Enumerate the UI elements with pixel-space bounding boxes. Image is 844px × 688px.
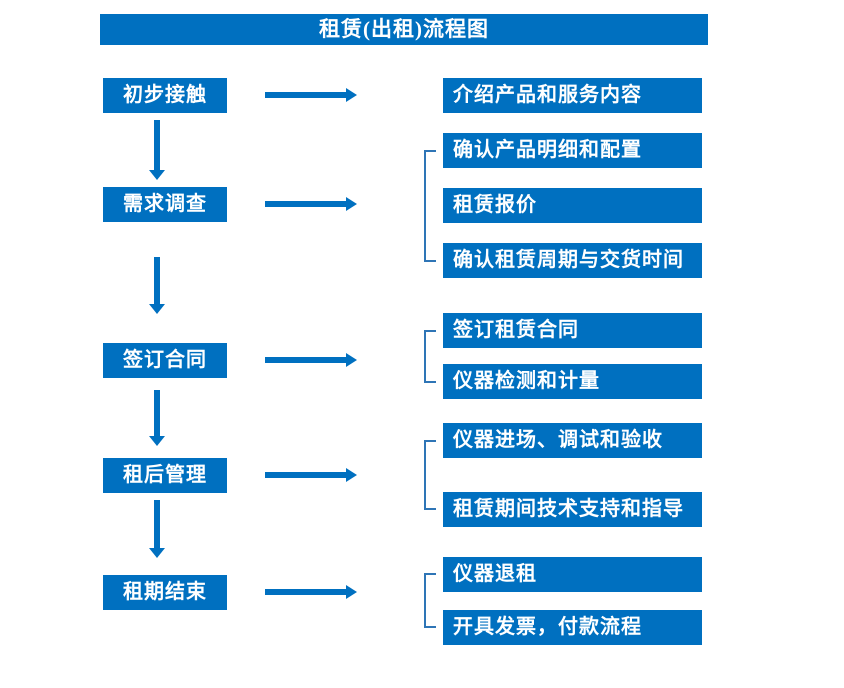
detail-box-rental-quote: 租赁报价 <box>443 188 702 223</box>
detail-box-sign-rental-contract: 签订租赁合同 <box>443 313 702 348</box>
arrow-shaft <box>265 472 346 478</box>
arrow-head <box>346 468 357 482</box>
arrow-head <box>149 170 165 180</box>
arrow-head <box>346 197 357 211</box>
arrow-head <box>346 88 357 102</box>
right-arrow-icon <box>263 468 357 482</box>
bracket-connector <box>424 150 436 262</box>
down-arrow-icon <box>149 120 165 180</box>
detail-box-instrument-entry: 仪器进场、调试和验收 <box>443 423 702 458</box>
arrow-head <box>149 548 165 558</box>
step-box-post-rental: 租后管理 <box>103 458 227 493</box>
step-box-rental-end: 租期结束 <box>103 575 227 610</box>
detail-box-instrument-check: 仪器检测和计量 <box>443 364 702 399</box>
detail-box-instrument-return: 仪器退租 <box>443 557 702 592</box>
arrow-shaft <box>265 589 346 595</box>
bracket-connector <box>424 330 436 383</box>
arrow-shaft <box>265 357 346 363</box>
right-arrow-icon <box>263 585 357 599</box>
step-box-sign-contract: 签订合同 <box>103 343 227 378</box>
detail-box-confirm-config: 确认产品明细和配置 <box>443 133 702 168</box>
arrow-head <box>346 353 357 367</box>
right-arrow-icon <box>263 88 357 102</box>
detail-box-confirm-period: 确认租赁周期与交货时间 <box>443 243 702 278</box>
detail-box-introduce-products: 介绍产品和服务内容 <box>443 78 702 113</box>
arrow-shaft <box>154 390 160 437</box>
step-box-demand-survey: 需求调查 <box>103 187 227 222</box>
arrow-shaft <box>154 120 160 171</box>
arrow-shaft <box>265 92 346 98</box>
detail-box-tech-support: 租赁期间技术支持和指导 <box>443 492 702 527</box>
arrow-shaft <box>265 201 346 207</box>
down-arrow-icon <box>149 390 165 446</box>
arrow-head <box>149 436 165 446</box>
right-arrow-icon <box>263 353 357 367</box>
detail-box-invoice-payment: 开具发票，付款流程 <box>443 610 702 645</box>
diagram-title: 租赁(出租)流程图 <box>100 14 708 45</box>
step-box-initial-contact: 初步接触 <box>103 78 227 113</box>
bracket-connector <box>424 440 436 510</box>
arrow-head <box>149 304 165 314</box>
bracket-connector <box>424 573 436 628</box>
arrow-shaft <box>154 500 160 549</box>
down-arrow-icon <box>149 500 165 558</box>
arrow-head <box>346 585 357 599</box>
arrow-shaft <box>154 257 160 305</box>
down-arrow-icon <box>149 257 165 314</box>
right-arrow-icon <box>263 197 357 211</box>
